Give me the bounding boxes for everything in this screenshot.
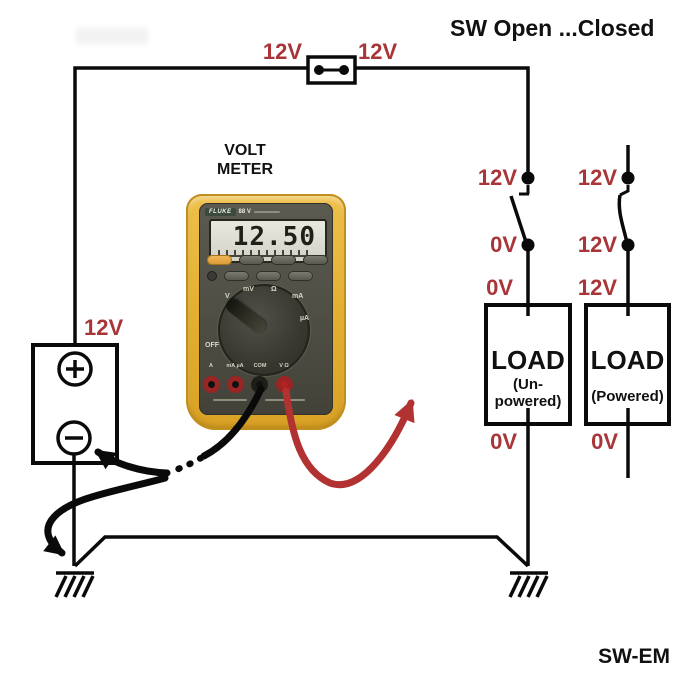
ground-symbol-left [54,571,95,598]
switch-closed-top-terminal [621,171,635,185]
load-unpowered-sub-line2: powered) [494,393,562,410]
load-unpowered-title: LOAD [491,345,565,375]
load-powered-bottom-voltage: 0V [591,429,618,454]
black-lead-dashed-section [165,454,205,477]
button-row-2 [207,271,313,281]
faded-artifact [76,28,148,44]
brand-row: FLUKE 88 V [205,207,327,217]
switch-open [509,171,535,316]
function-button [288,271,313,281]
range-button [207,255,232,265]
lcd-bargraph [218,250,311,257]
author-credit: SW-EM [598,645,670,668]
lcd-reading: 12.50 [232,222,316,252]
dial-off-label: OFF [205,342,219,349]
battery-voltage: 12V [84,315,124,340]
sw-closed-top-voltage: 12V [577,165,617,190]
button-row-1 [207,255,328,265]
backlight-button [207,271,217,281]
function-button [239,255,264,265]
diagram-title: SW Open ...Closed [450,15,655,41]
ground-bus [73,535,530,568]
port-milliamps [227,376,244,393]
meter-caption: VOLT METER [195,141,295,179]
ground-symbol-right [508,571,549,598]
dial-mark: mV [243,286,254,293]
brand-logo: FLUKE [205,208,236,216]
dial-mark: µA [300,315,310,322]
switch-open-blade [509,195,528,243]
load-unpowered-bottom-voltage: 0V [490,429,517,454]
dial-mark: V [225,293,230,300]
switch-open-top-terminal [521,171,535,185]
load-unpowered-top-voltage: 0V [486,275,513,300]
function-button [303,255,328,265]
port-amps [203,376,220,393]
fuse-terminal-right [339,65,349,75]
arrow-to-ground [43,474,169,557]
arrow-to-battery-minus [94,448,171,477]
fuse-right-voltage: 12V [358,39,398,64]
wire-battery-to-fuse [73,66,308,345]
fuse-left-voltage: 12V [262,39,302,64]
multimeter-face: FLUKE 88 V 12.50 V mV Ω [199,203,333,415]
function-button [256,271,281,281]
model-label: 88 V [238,209,251,215]
port-label-ma: mA µA [226,363,244,369]
sw-open-bottom-voltage: 0V [490,232,517,257]
dial-mark: Ω [271,286,277,293]
switch-closed [617,145,635,316]
meter-caption-line2: METER [217,161,273,178]
red-test-lead-arrow [282,387,415,489]
load-powered-top-voltage: 12V [577,275,617,300]
wire-fuse-to-switch [355,66,530,178]
function-button [271,255,296,265]
fineprint-line [253,211,280,213]
load-unpowered-subtitle: (Un- powered) [488,376,568,410]
fineprint-line [213,399,247,401]
load-unpowered-sub-line1: (Un- [513,376,543,393]
black-test-lead [200,385,265,460]
load-powered-subtitle: (Powered) [591,388,664,405]
load-powered-title: LOAD [590,345,665,375]
sw-open-top-voltage: 12V [477,165,517,190]
port-label-v: V Ω [279,363,289,369]
port-label-com: COM [253,363,267,369]
rotary-dial [218,284,310,376]
port-label-a: A [209,363,213,369]
sw-closed-bottom-voltage: 12V [577,232,617,257]
meter-caption-line1: VOLT [224,142,266,159]
multimeter: FLUKE 88 V 12.50 V mV Ω [186,194,346,430]
function-button [224,271,249,281]
dial-mark: mA [292,293,304,300]
fuse-terminal-left [314,65,324,75]
